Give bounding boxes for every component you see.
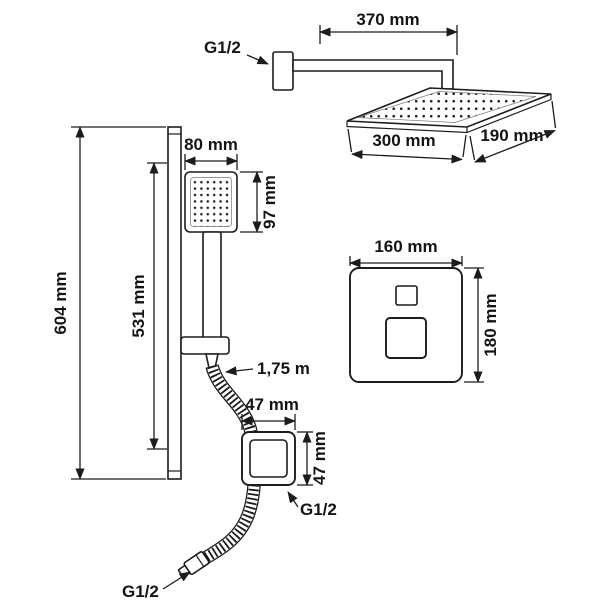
dim-hand-width-label: 80 mm: [184, 135, 238, 154]
rain-head-rim: [346, 94, 552, 134]
hose-connector: [177, 551, 210, 578]
hose-length-leader: [225, 366, 254, 376]
hose-thread-callout: G1/2: [122, 571, 191, 600]
dim-head-depth-line: [474, 129, 556, 163]
dim-arm-length-label: 370 mm: [356, 10, 419, 29]
hose-connector-line: [195, 554, 205, 567]
outlet-thread-leader: [287, 491, 299, 508]
outlet-thread-label: G1/2: [300, 500, 337, 519]
dim-valve-width-label: 160 mm: [374, 237, 437, 256]
mixer-button-small: [395, 285, 418, 306]
shower-arm: [292, 59, 454, 90]
dim-rail-bar: 531 mm: [129, 162, 167, 450]
wall-outlet-inner: [249, 439, 288, 478]
mixer-valve: [349, 267, 463, 383]
dim-head-width: 300 mm: [347, 128, 467, 164]
dim-outlet-width-label: 47 mm: [245, 395, 299, 414]
hose-length-label: 1,75 m: [257, 359, 310, 378]
wall-outlet: [241, 431, 296, 486]
hose-length-callout: 1,75 m: [225, 359, 310, 378]
dim-rail-total: 604 mm: [51, 126, 166, 480]
hand-shower-nozzles: [190, 177, 232, 227]
rain-shower-head: [346, 87, 552, 134]
dim-hand-height: 97 mm: [240, 171, 279, 233]
dim-outlet-height: 47 mm: [297, 431, 329, 486]
dim-rail-total-label: 604 mm: [51, 271, 70, 334]
dim-head-width-label: 300 mm: [372, 131, 435, 150]
slide-rail-bar: [167, 126, 182, 480]
dim-head-depth-tick: [551, 100, 557, 129]
slide-rail: [167, 126, 182, 480]
hose-thread-label: G1/2: [122, 582, 159, 600]
dim-head-depth-tick: [469, 135, 476, 161]
arm-thread-label: G1/2: [204, 38, 241, 57]
dim-outlet-height-label: 47 mm: [310, 431, 329, 485]
arm-thread-leader: [246, 54, 269, 65]
rail-slider-bracket: [180, 336, 230, 355]
dim-hand-width: 80 mm: [184, 135, 238, 170]
shower-hose: [200, 363, 263, 565]
dim-rail-bar-label: 531 mm: [129, 274, 148, 337]
arm-thread-callout: G1/2: [204, 38, 269, 65]
outlet-thread-callout: G1/2: [287, 491, 337, 519]
dim-head-width-tick: [347, 128, 353, 153]
dim-valve-height-label: 180 mm: [481, 293, 500, 356]
mixer-button-large: [385, 317, 427, 359]
hose-ribbing: [201, 364, 261, 564]
dim-head-depth: 190 mm: [469, 100, 557, 163]
hose-thread-leader: [162, 571, 191, 590]
dim-head-width-tick: [462, 134, 467, 158]
wall-flange: [272, 51, 294, 91]
hand-shower-handle: [202, 231, 222, 353]
dim-valve-height: 180 mm: [464, 267, 500, 383]
rain-head-nozzles: [357, 91, 537, 123]
dim-head-depth-label: 190 mm: [480, 126, 543, 145]
dim-valve-width: 160 mm: [349, 237, 463, 268]
dim-arm-length: 370 mm: [319, 10, 458, 55]
dim-outlet-width: 47 mm: [241, 395, 299, 430]
dim-hand-height-label: 97 mm: [260, 175, 279, 229]
dim-head-width-line: [351, 149, 463, 164]
hand-shower: [184, 171, 238, 353]
